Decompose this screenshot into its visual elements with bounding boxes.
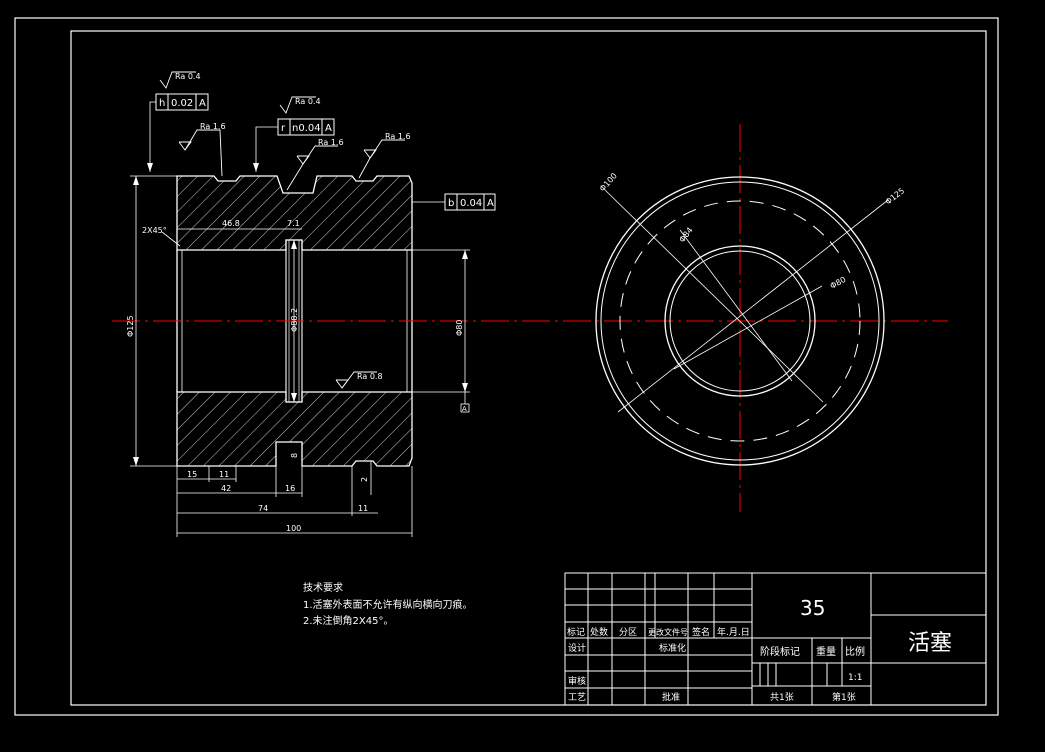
ra-5: Ra 1.6 [385,132,411,141]
ra-1: Ra 0.4 [175,72,201,81]
tb-weight: 重量 [816,645,836,658]
dim-7-1: 7.1 [287,219,300,228]
section-dimensions [130,101,470,537]
tb-standardization: 标准化 [659,642,686,654]
notes-item-1: 1.活塞外表面不允许有纵向横向刀痕。 [303,598,473,611]
dim-74: 74 [258,504,268,513]
tol2-symbol: r [281,123,286,134]
front-dim-2: Φ125 [884,186,907,206]
tol1-datum: A [199,98,206,109]
tb-header-date: 年.月.日 [717,626,750,638]
notes-item-2: 2.未注倒角2X45°。 [303,614,393,627]
front-view [595,124,889,512]
dim-11a: 11 [219,470,229,479]
tb-scale-label: 比例 [845,645,865,658]
tb-material: 35 [800,596,825,620]
dim-42: 42 [221,484,231,493]
dim-groove-dia: Φ88.2 [290,308,299,332]
dim-chamfer: 2X45° [142,226,167,235]
front-dim-4: Φ80 [829,275,848,291]
top-wall [176,175,413,251]
tb-approve: 批准 [662,691,680,703]
tol3-datum: A [487,198,494,209]
arrowheads [133,163,468,466]
roughness-symbols [159,71,405,389]
notes-title: 技术要求 [303,581,343,594]
tb-header-sign: 签名 [692,626,710,638]
tb-part-name: 活塞 [908,631,952,656]
dim-16: 16 [285,484,295,493]
front-dim-3: Φ84 [677,226,694,245]
ra-4: Ra 1.6 [318,138,344,147]
dim-100: 100 [286,524,301,533]
tb-sheets-total: 共1张 [770,692,794,703]
tb-header-count: 处数 [590,626,608,638]
tb-header-mark: 标记 [567,626,585,638]
dim-8: 8 [290,453,299,458]
tb-row-process: 工艺 [568,692,586,703]
inner-frame [70,30,987,706]
dim-bore: Φ80 [455,320,464,336]
tb-header-file: 更改文件号 [648,627,688,637]
title-block [564,572,987,706]
tb-sheet-no: 第1张 [832,691,856,703]
tolerance-frames [155,93,496,211]
tol2-datum: A [325,123,332,134]
dim-od: Φ125 [126,315,135,337]
dim-46-8: 46.8 [222,219,240,228]
datum-a: A [462,405,467,413]
tb-scale: 1:1 [848,673,862,683]
tol1-symbol: h [159,98,165,109]
outer-frame [14,17,999,716]
ra-2: Ra 0.4 [295,97,321,106]
tol1-value: 0.02 [171,98,193,109]
dim-2: 2 [360,477,369,482]
front-dim-1: Φ100 [598,171,619,193]
tb-row-review: 审核 [568,675,586,687]
tol3-value: 0.04 [460,198,482,209]
tol3-symbol: b [448,198,454,209]
tb-header-zone: 分区 [619,627,637,638]
tb-row-design: 设计 [568,642,586,654]
ra-6: Ra 0.8 [357,372,383,381]
dim-15: 15 [187,470,197,479]
dim-11b: 11 [358,504,368,513]
tol2-value: n0.04 [292,123,321,134]
ra-3: Ra 1.6 [200,122,226,131]
tb-stage: 阶段标记 [760,645,800,658]
